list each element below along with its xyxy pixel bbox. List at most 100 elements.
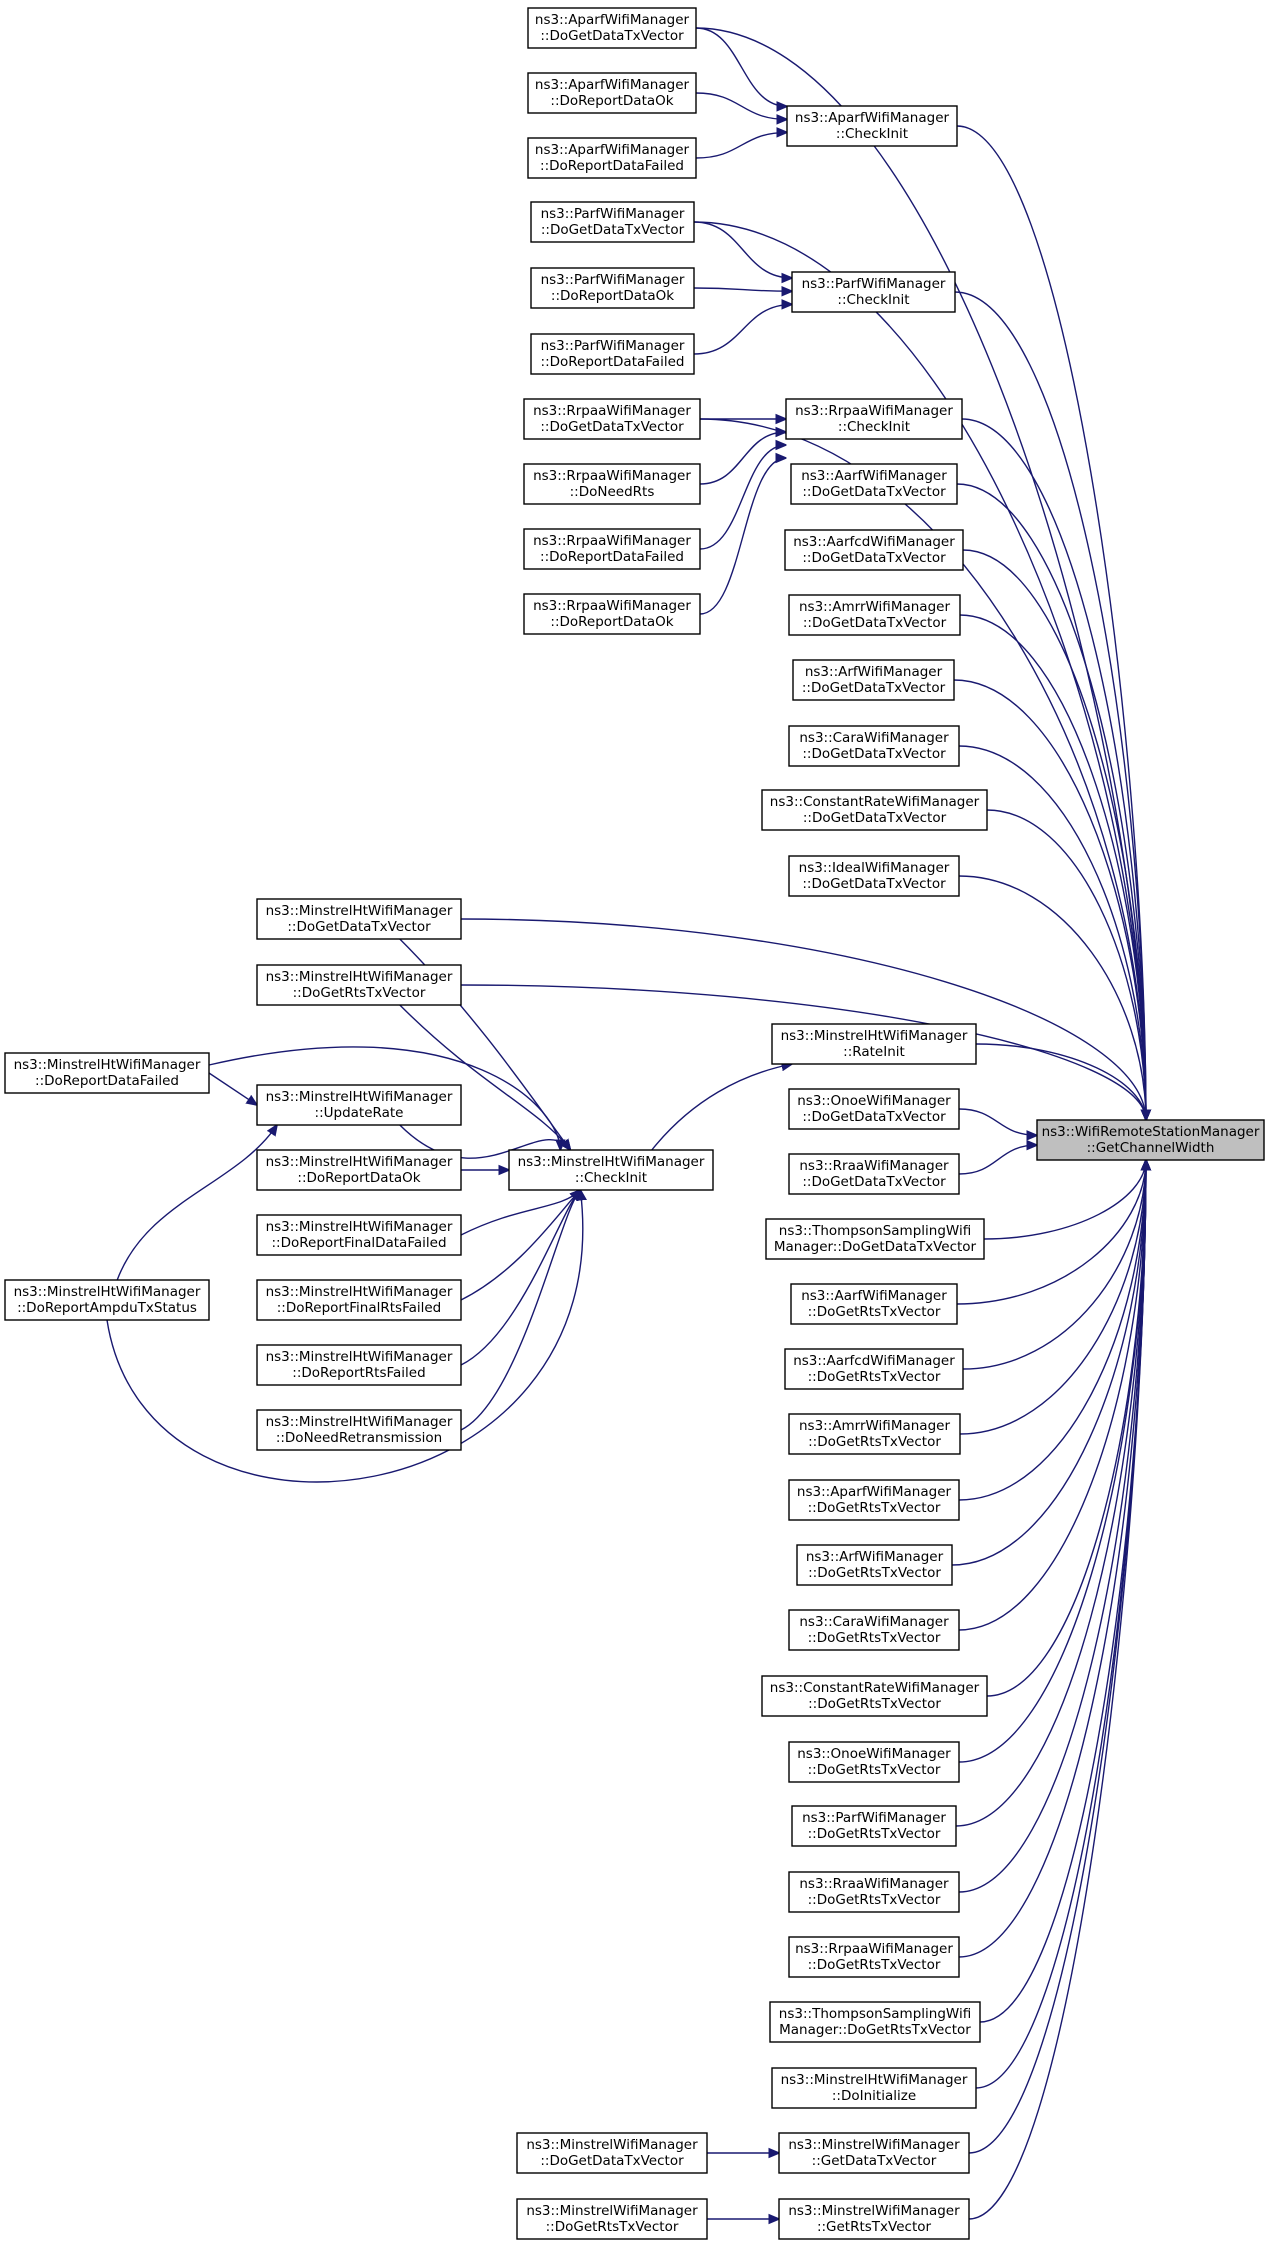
node-onoe-rts[interactable]: ns3::OnoeWifiManager::DoGetRtsTxVector [788,1741,960,1783]
edge-aparf_rts-to-target [958,1160,1146,1501]
node-rrpaa-failed[interactable]: ns3::RrpaaWifiManager::DoReportDataFaile… [523,528,701,570]
node-parf-rts[interactable]: ns3::ParfWifiManager::DoGetRtsTxVector [791,1805,957,1847]
node-aarf-txv[interactable]: ns3::AarfWifiManager::DoGetDataTxVector [790,463,958,505]
node-cara-txv[interactable]: ns3::CaraWifiManager::DoGetDataTxVector [788,725,960,767]
node-parf-ok[interactable]: ns3::ParfWifiManager::DoReportDataOk [530,267,695,309]
node-box [788,855,960,897]
edge-aparf_failed-to-aparf_checkinit [695,132,787,159]
node-label-line2: ::CheckInit [575,1170,647,1186]
node-label-line2: ::DoGetRtsTxVector [293,985,426,1001]
node-box [256,1214,462,1256]
node-minstrel-dorts[interactable]: ns3::MinstrelWifiManager::DoGetRtsTxVect… [516,2198,708,2240]
node-aparf-failed[interactable]: ns3::AparfWifiManager::DoReportDataFaile… [527,137,697,179]
node-label-line1: ns3::MinstrelHtWifiManager [266,1089,453,1105]
node-rrpaa-rts[interactable]: ns3::RrpaaWifiManager::DoGetRtsTxVector [788,1936,960,1978]
node-mht-checkinit[interactable]: ns3::MinstrelHtWifiManager::CheckInit [508,1149,714,1191]
node-onoe-txv[interactable]: ns3::OnoeWifiManager::DoGetDataTxVector [788,1088,960,1130]
node-box [761,789,988,831]
node-box [788,1609,960,1651]
node-box [508,1149,714,1191]
node-label-line2: ::CheckInit [837,292,909,308]
edge-rrpaa_failed-to-rrpaa_checkinit [699,445,786,550]
node-rraa-rts[interactable]: ns3::RraaWifiManager::DoGetRtsTxVector [788,1871,960,1913]
node-mht-needretrans[interactable]: ns3::MinstrelHtWifiManager::DoNeedRetran… [256,1409,462,1451]
node-rrpaa-ok[interactable]: ns3::RrpaaWifiManager::DoReportDataOk [523,593,701,635]
node-mht-txv[interactable]: ns3::MinstrelHtWifiManager::DoGetDataTxV… [256,898,462,940]
node-label-line2: ::DoGetDataTxVector [803,810,947,826]
node-rrpaa-txv[interactable]: ns3::RrpaaWifiManager::DoGetDataTxVector [523,398,701,440]
edge-mht_rateinit-to-target [975,1043,1146,1120]
node-minstrel-dotxv[interactable]: ns3::MinstrelWifiManager::DoGetDataTxVec… [516,2132,708,2174]
node-label-line1: ns3::AparfWifiManager [535,77,690,93]
node-box [527,7,697,49]
node-mht-doinit[interactable]: ns3::MinstrelHtWifiManager::DoInitialize [771,2067,977,2109]
node-mht-rtsfailed[interactable]: ns3::MinstrelHtWifiManager::DoReportRtsF… [256,1344,462,1386]
node-label-line2: ::DoGetRtsTxVector [808,1434,941,1450]
node-aparf-rts[interactable]: ns3::AparfWifiManager::DoGetRtsTxVector [788,1479,960,1521]
node-box [765,1218,985,1260]
node-arf-txv[interactable]: ns3::ArfWifiManager::DoGetDataTxVector [792,659,955,701]
edge-rrpaa_checkinit-to-target [961,418,1146,1120]
edge-rraa_txv-to-target [958,1145,1037,1175]
node-amrr-rts[interactable]: ns3::AmrrWifiManager::DoGetRtsTxVector [788,1413,961,1455]
node-rrpaa-checkinit[interactable]: ns3::RrpaaWifiManager::CheckInit [785,398,963,440]
node-aarfcd-rts[interactable]: ns3::AarfcdWifiManager::DoGetRtsTxVector [784,1348,964,1390]
node-target[interactable]: ns3::WifiRemoteStationManager::GetChanne… [1036,1119,1265,1161]
node-aarf-rts[interactable]: ns3::AarfWifiManager::DoGetRtsTxVector [790,1283,958,1325]
node-minstrel-getrts[interactable]: ns3::MinstrelWifiManager::GetRtsTxVector [778,2198,970,2240]
nodes-layer: ns3::WifiRemoteStationManager::GetChanne… [4,7,1265,2240]
node-label-line1: ns3::MinstrelHtWifiManager [266,969,453,985]
node-label-line1: ns3::ParfWifiManager [802,276,946,292]
node-label-line1: ns3::AparfWifiManager [535,12,690,28]
node-aparf-checkinit[interactable]: ns3::AparfWifiManager::CheckInit [786,105,958,147]
node-constant-rts[interactable]: ns3::ConstantRateWifiManager::DoGetRtsTx… [761,1675,988,1717]
node-arf-rts[interactable]: ns3::ArfWifiManager::DoGetRtsTxVector [796,1544,953,1586]
node-label-line2: ::DoReportFinalRtsFailed [277,1300,442,1316]
node-mht-updaterate[interactable]: ns3::MinstrelHtWifiManager::UpdateRate [256,1084,462,1126]
node-aparf-txv[interactable]: ns3::AparfWifiManager::DoGetDataTxVector [527,7,697,49]
node-label-line2: ::DoGetDataTxVector [802,876,946,892]
node-box [256,964,462,1006]
edge-cara_rts-to-target [958,1160,1146,1631]
node-box [530,333,695,375]
node-mht-finaldatafailed[interactable]: ns3::MinstrelHtWifiManager::DoReportFina… [256,1214,462,1256]
node-aarfcd-txv[interactable]: ns3::AarfcdWifiManager::DoGetDataTxVecto… [784,529,964,571]
node-box [771,2067,977,2109]
node-label-line1: ns3::AarfcdWifiManager [793,1353,955,1369]
node-aparf-ok[interactable]: ns3::AparfWifiManager::DoReportDataOk [527,72,697,114]
node-parf-failed[interactable]: ns3::ParfWifiManager::DoReportDataFailed [530,333,695,375]
node-box [788,1153,960,1195]
node-mht-rateinit[interactable]: ns3::MinstrelHtWifiManager::RateInit [771,1023,977,1065]
node-ideal-txv[interactable]: ns3::IdealWifiManager::DoGetDataTxVector [788,855,960,897]
node-rrpaa-needrts[interactable]: ns3::RrpaaWifiManager::DoNeedRts [523,463,701,505]
node-label-line2: ::DoReportDataOk [297,1170,420,1186]
node-thompson-txv[interactable]: ns3::ThompsonSamplingWifiManager::DoGetD… [765,1218,985,1260]
node-parf-txv[interactable]: ns3::ParfWifiManager::DoGetDataTxVector [530,201,695,243]
node-mht-ampdu[interactable]: ns3::MinstrelHtWifiManager::DoReportAmpd… [4,1279,210,1321]
node-label-line1: ns3::AparfWifiManager [797,1484,952,1500]
node-label-line2: ::DoReportDataOk [550,93,673,109]
node-thompson-rts[interactable]: ns3::ThompsonSamplingWifiManager::DoGetR… [769,2001,981,2043]
node-box [788,1413,961,1455]
node-label-line1: ns3::OnoeWifiManager [797,1093,951,1109]
node-label-line2: ::GetChannelWidth [1087,1140,1215,1156]
node-box [256,1084,462,1126]
node-minstrel-gettxv[interactable]: ns3::MinstrelWifiManager::GetDataTxVecto… [778,2132,970,2174]
node-label-line1: ns3::IdealWifiManager [799,860,950,876]
node-box [785,398,963,440]
node-mht-finalrtsfailed[interactable]: ns3::MinstrelHtWifiManager::DoReportFina… [256,1279,462,1321]
node-label-line2: ::RateInit [843,1044,905,1060]
edge-onoe_txv-to-target [958,1108,1037,1135]
node-label-line2: ::DoGetRtsTxVector [808,1565,941,1581]
node-mht-reportok[interactable]: ns3::MinstrelHtWifiManager::DoReportData… [256,1149,462,1191]
node-parf-checkinit[interactable]: ns3::ParfWifiManager::CheckInit [791,271,956,313]
edge-mht_checkinit-to-mht_rateinit [651,1064,792,1151]
node-mht-reportfailed-l[interactable]: ns3::MinstrelHtWifiManager::DoReportData… [4,1052,210,1094]
node-cara-rts[interactable]: ns3::CaraWifiManager::DoGetRtsTxVector [788,1609,960,1651]
node-amrr-txv[interactable]: ns3::AmrrWifiManager::DoGetDataTxVector [788,594,961,636]
edge-thompson_txv-to-target [983,1160,1146,1240]
node-rraa-txv[interactable]: ns3::RraaWifiManager::DoGetDataTxVector [788,1153,960,1195]
node-mht-rtstxv[interactable]: ns3::MinstrelHtWifiManager::DoGetRtsTxVe… [256,964,462,1006]
node-label-line1: ns3::AparfWifiManager [795,110,950,126]
node-constant-txv[interactable]: ns3::ConstantRateWifiManager::DoGetDataT… [761,789,988,831]
